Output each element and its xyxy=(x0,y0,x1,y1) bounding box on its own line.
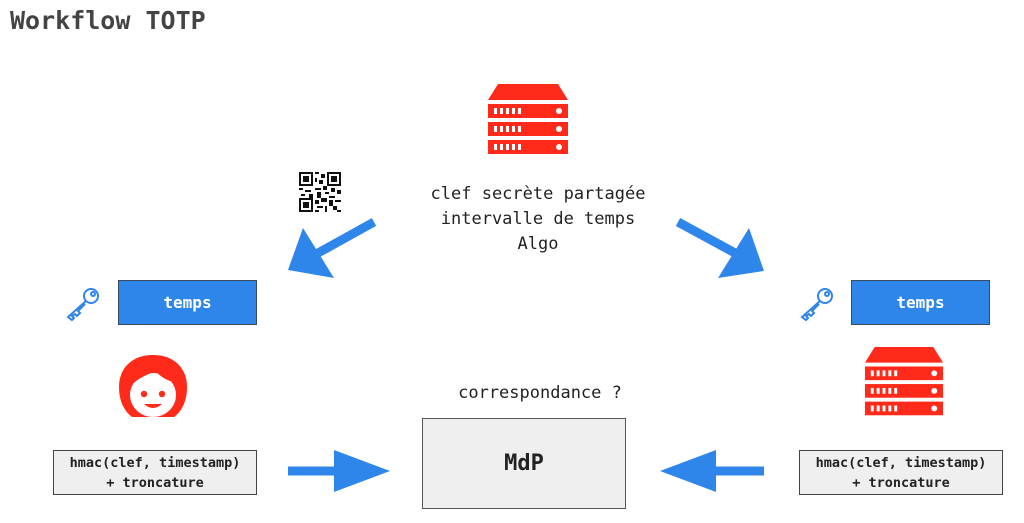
left-truncation-label: + troncature xyxy=(106,474,204,491)
key-icon xyxy=(66,288,99,322)
right-compute-box: hmac(clef, timestamp) + troncature xyxy=(799,450,1003,495)
right-truncation-label: + troncature xyxy=(852,474,950,491)
arrow-head xyxy=(660,450,716,492)
user-avatar-icon xyxy=(119,355,187,417)
server-icon xyxy=(488,84,568,154)
left-time-label: temps xyxy=(163,293,212,312)
arrow-head xyxy=(718,228,764,278)
shared-secret-label: clef secrète partagée xyxy=(430,184,646,204)
algo-label: Algo xyxy=(517,234,559,254)
time-interval-label: intervalle de temps xyxy=(440,209,636,229)
arrow-head xyxy=(334,450,390,492)
arrow-head xyxy=(288,228,334,278)
right-time-box: temps xyxy=(851,280,990,325)
arrow-icon xyxy=(315,218,377,257)
key-icon xyxy=(800,288,833,322)
left-compute-box: hmac(clef, timestamp) + troncature xyxy=(53,450,257,495)
password-box: MdP xyxy=(422,418,626,509)
server-info: clef secrète partagée intervalle de temp… xyxy=(418,182,658,257)
right-time-label: temps xyxy=(896,293,945,312)
server-icon xyxy=(864,346,944,416)
page-title: Workflow TOTP xyxy=(10,6,206,35)
right-hmac-label: hmac(clef, timestamp) xyxy=(815,454,987,471)
arrow-icon xyxy=(675,218,738,257)
correspondance-label: correspondance ? xyxy=(458,383,622,403)
left-hmac-label: hmac(clef, timestamp) xyxy=(69,454,241,471)
left-time-box: temps xyxy=(118,280,257,325)
qr-code-icon xyxy=(299,172,341,212)
password-label: MdP xyxy=(504,451,544,476)
